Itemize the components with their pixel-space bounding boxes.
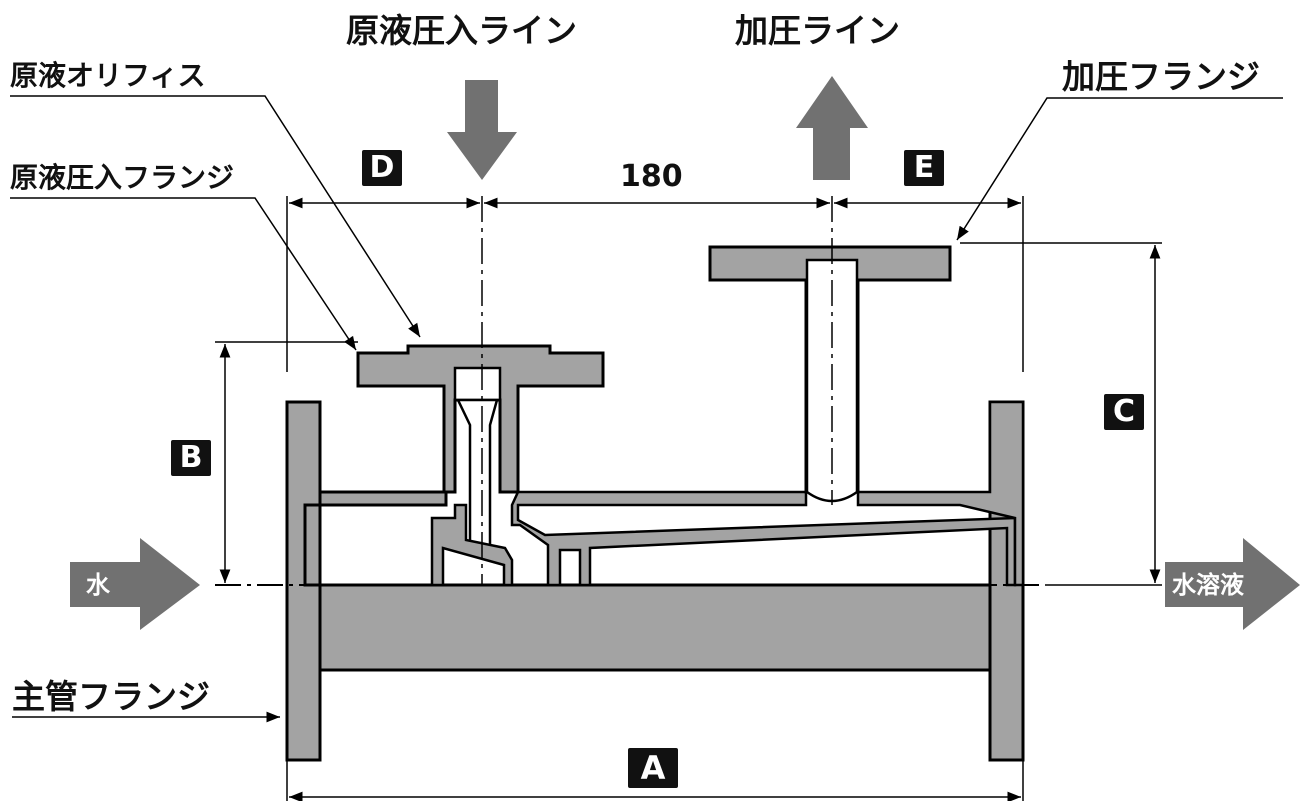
water-in-arrow: [70, 538, 200, 630]
dim-b-badge: B: [171, 440, 211, 476]
label-pressurize-line: 加圧ライン: [735, 11, 900, 50]
orifice-insert: [453, 366, 502, 402]
label-stock-orifice: 原液オリフィス: [10, 59, 206, 92]
dim-a-badge: A: [628, 748, 678, 788]
left-chamber-wall: [303, 490, 448, 587]
label-stock-inlet-flange: 原液圧入フランジ: [10, 161, 235, 194]
dim-c-badge: C: [1104, 394, 1144, 430]
dim-180-label: 180: [620, 159, 683, 194]
label-solution-out: 水溶液: [1172, 571, 1244, 599]
dim-d-badge: D: [362, 150, 402, 186]
label-pressurize-flange: 加圧フランジ: [1062, 57, 1260, 96]
label-main-pipe-flange: 主管フランジ: [12, 677, 210, 716]
leader-stock-orifice: [10, 95, 421, 338]
solution-out-arrow: [1165, 538, 1300, 630]
dim-e-badge: E: [904, 150, 944, 186]
right-chamber-wall: [510, 490, 1017, 587]
pressurize-up-arrow: [796, 76, 868, 180]
label-main-inlet-line: 原液圧入ライン: [346, 11, 577, 50]
label-water-in: 水: [86, 571, 110, 599]
inner-nozzle-left: [430, 503, 514, 587]
leader-stock-inlet-flange: [10, 197, 357, 351]
inlet-down-arrow: [447, 80, 517, 180]
main-pipe-bore: [318, 583, 992, 672]
leader-pressurize-flange: [956, 97, 1283, 241]
